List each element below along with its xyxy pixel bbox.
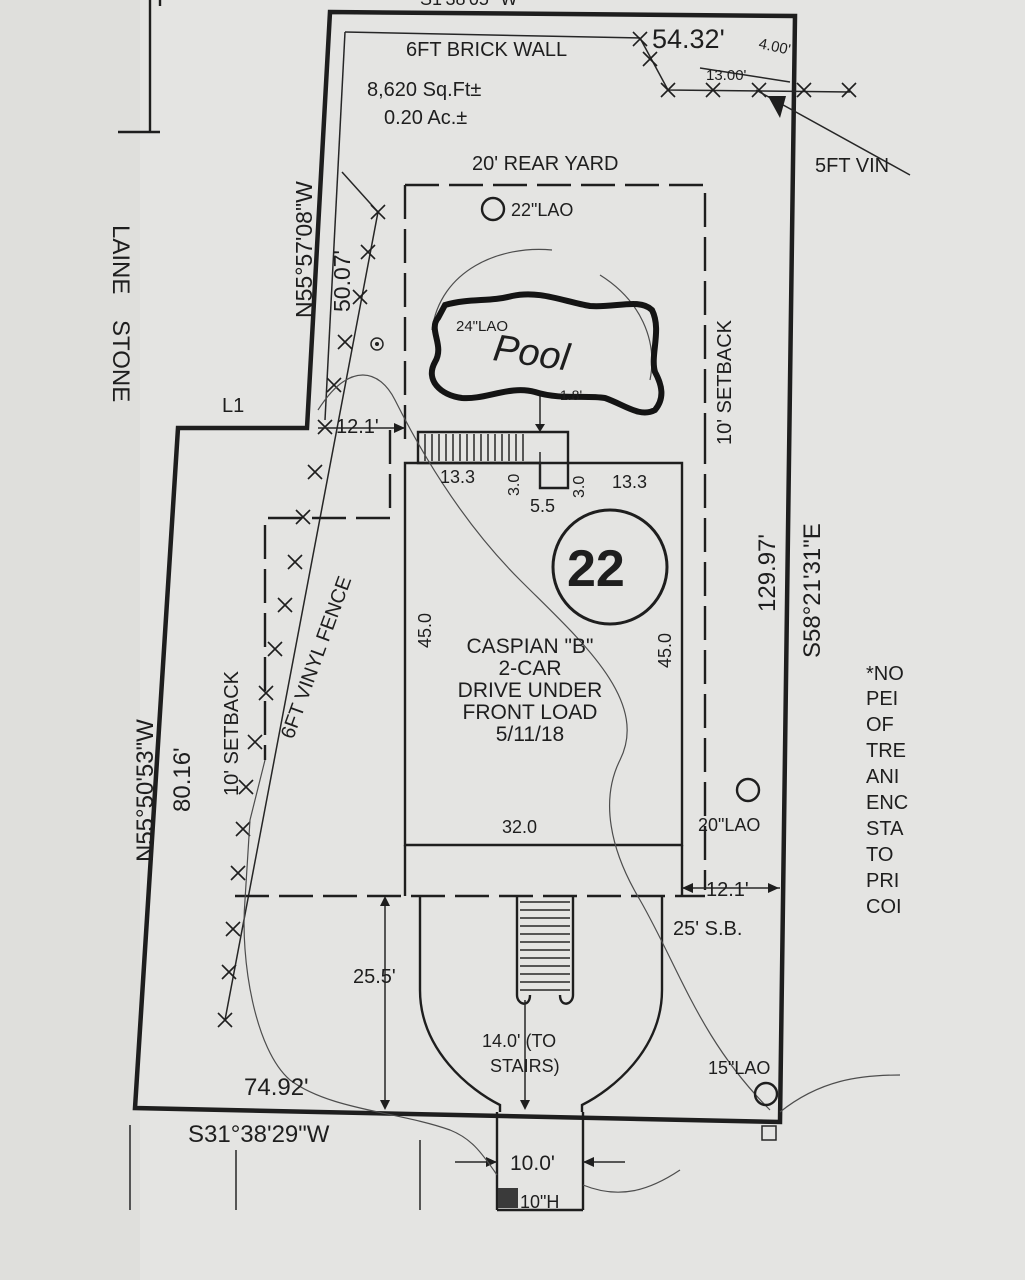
right-side-dim-arrows bbox=[682, 883, 779, 893]
house-rear-right: 13.3 bbox=[612, 472, 647, 492]
east-distance: 129.97' bbox=[754, 534, 781, 612]
apron-arrow-right bbox=[583, 1157, 594, 1167]
house-notch-right: 3.0 bbox=[571, 476, 588, 498]
house-model: CASPIAN "B" bbox=[467, 635, 594, 658]
front-setback-distance: 25.5' bbox=[353, 966, 396, 988]
side-note-line: OF bbox=[866, 714, 894, 736]
left-setback-line bbox=[263, 430, 392, 760]
survey-marker-icon bbox=[370, 337, 384, 351]
area-acres: 0.20 Ac.± bbox=[384, 107, 467, 129]
side-note-line: ANI bbox=[866, 766, 899, 788]
south-distance: 74.92' bbox=[244, 1074, 309, 1101]
curb-lines bbox=[235, 1140, 421, 1210]
side-note: *NO PEI OF TRE ANI ENC STA TO PRI COI bbox=[866, 663, 908, 918]
fence-segment-label: 13.00' bbox=[706, 67, 747, 84]
house-notch-left: 3.0 bbox=[506, 474, 523, 496]
contour-line-3 bbox=[582, 1074, 901, 1193]
neighbor-lot-line bbox=[118, 0, 162, 134]
rear-setback-line bbox=[405, 183, 707, 430]
hydrant-icon bbox=[498, 1188, 518, 1208]
contour-line-1 bbox=[317, 374, 771, 1111]
front-setback-label: 25' S.B. bbox=[673, 918, 742, 940]
rear-deck bbox=[416, 430, 570, 465]
house-load: FRONT LOAD bbox=[463, 701, 598, 724]
rear-yard-label: 20' REAR YARD bbox=[472, 153, 618, 175]
utility-box-icon bbox=[761, 1125, 777, 1141]
side-note-line: *NO bbox=[866, 663, 904, 685]
stairs-treads bbox=[520, 901, 570, 991]
north-lower-distance: 80.16' bbox=[169, 747, 196, 812]
deck-hatch bbox=[424, 434, 524, 461]
stairs-distance: 14.0' (TO bbox=[482, 1031, 556, 1051]
stairs-dim-arrow bbox=[520, 1100, 530, 1110]
property-boundary bbox=[132, 9, 798, 1125]
house-rear-left: 13.3 bbox=[440, 467, 475, 487]
apron-width: 10.0' bbox=[510, 1152, 555, 1175]
driveway-left bbox=[418, 896, 502, 1112]
right-side-distance: 12.1' bbox=[706, 879, 749, 901]
house-width: 32.0 bbox=[502, 817, 537, 837]
pool-dim-arrow bbox=[535, 424, 545, 432]
house-depth-right: 45.0 bbox=[655, 633, 675, 668]
street-prefix: STONE bbox=[107, 320, 134, 402]
tree-pool-label: 24"LAO bbox=[456, 318, 508, 335]
north-upper-bearing: N55°57'08"W bbox=[291, 181, 317, 318]
house-type: DRIVE UNDER bbox=[458, 679, 603, 702]
tree-rear-icon bbox=[480, 196, 506, 222]
side-note-line: COI bbox=[866, 896, 902, 918]
stairs-word: STAIRS) bbox=[490, 1056, 560, 1076]
vinyl-arrow bbox=[768, 96, 786, 118]
tree-front-right-label: 20"LAO bbox=[698, 815, 760, 835]
survey-marker-dot bbox=[375, 342, 379, 346]
hydrant-label: 10"H bbox=[520, 1192, 559, 1212]
north-upper-distance: 50.07' bbox=[329, 250, 355, 312]
side-note-line: STA bbox=[866, 818, 904, 840]
house-date: 5/11/18 bbox=[496, 723, 565, 746]
top-bearing: S1'38'05" W bbox=[420, 0, 517, 9]
side-note-line: PEI bbox=[866, 688, 898, 710]
side-note-line: TRE bbox=[866, 740, 906, 762]
left-setback-label: 10' SETBACK bbox=[221, 670, 243, 796]
driveway-apron bbox=[495, 1112, 585, 1212]
vinyl-right-label: 5FT VIN bbox=[815, 155, 889, 177]
paper-shadow bbox=[0, 0, 140, 1280]
right-setback-label: 10' SETBACK bbox=[714, 319, 736, 445]
left-side-distance: 12.1' bbox=[336, 416, 379, 438]
vinyl-fence-marks bbox=[217, 204, 386, 1028]
brick-wall-line bbox=[344, 31, 641, 39]
contour-line-2 bbox=[243, 759, 498, 1176]
top-distance-small: 4.00' bbox=[757, 35, 792, 58]
house-garage: 2-CAR bbox=[498, 657, 561, 680]
south-bearing: S31°38'29"W bbox=[188, 1121, 330, 1148]
pool-outline bbox=[428, 291, 665, 416]
side-note-line: ENC bbox=[866, 792, 908, 814]
house-depth-left: 45.0 bbox=[415, 613, 435, 648]
side-note-line: TO bbox=[866, 844, 893, 866]
left-side-dim-arrow bbox=[394, 423, 405, 433]
tree-street-icon bbox=[753, 1081, 779, 1107]
brick-wall-label: 6FT BRICK WALL bbox=[406, 39, 567, 61]
lot-number-circle bbox=[551, 508, 669, 626]
street-name: LAINE bbox=[107, 225, 134, 294]
house-notch-width: 5.5 bbox=[530, 496, 555, 516]
apron-arrow-left bbox=[486, 1157, 497, 1167]
lot-number: 22 bbox=[567, 540, 625, 598]
east-bearing: S58°21'31"E bbox=[799, 523, 826, 658]
brick-wall-side bbox=[324, 31, 346, 421]
north-lower-bearing: N55°50'53"W bbox=[132, 719, 159, 862]
driveway-right bbox=[580, 896, 664, 1112]
top-distance: 54.32' bbox=[652, 24, 725, 54]
tree-front-right-icon bbox=[735, 777, 761, 803]
tree-rear-label: 22"LAO bbox=[511, 200, 573, 220]
pool-sketch-arc-left bbox=[431, 248, 553, 331]
tree-street-label: 15"LAO bbox=[708, 1058, 770, 1078]
pool-dimension: 1.8' bbox=[560, 387, 582, 403]
stairs-rails bbox=[515, 896, 575, 1005]
l1-label: L1 bbox=[222, 395, 244, 417]
area-sqft: 8,620 Sq.Ft± bbox=[367, 79, 481, 101]
side-note-line: PRI bbox=[866, 870, 899, 892]
